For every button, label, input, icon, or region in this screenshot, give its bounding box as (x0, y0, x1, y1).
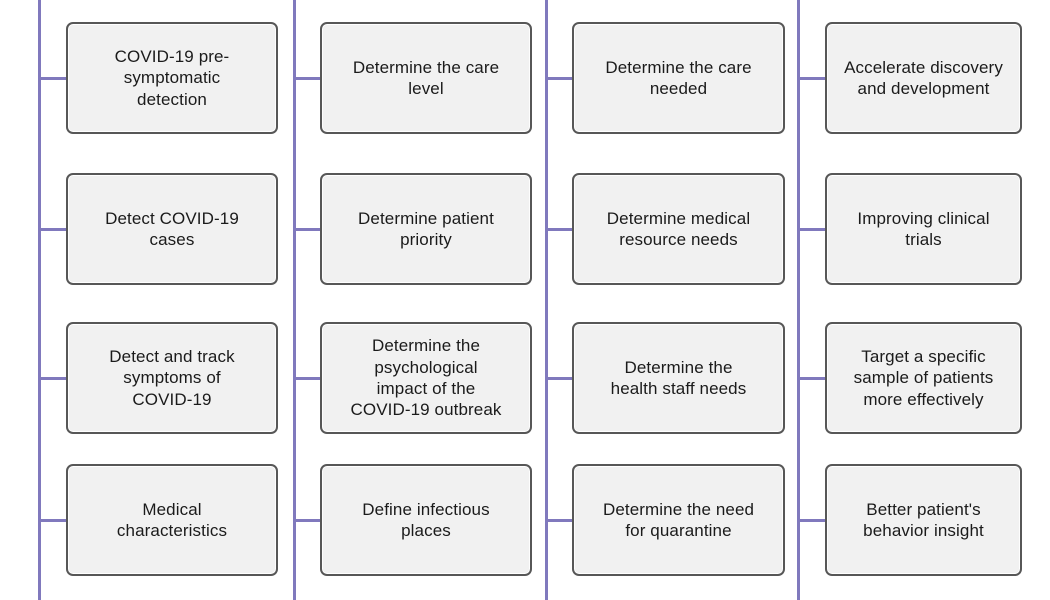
column-spine-line (38, 0, 41, 600)
node-connector-line (797, 519, 825, 522)
diagram-node-label: Determine the care needed (605, 57, 752, 98)
diagram-node-label: Determine medical resource needs (606, 208, 751, 249)
diagram-node-box[interactable]: Detect and track symptoms of COVID-19 (66, 322, 278, 434)
diagram-node-box[interactable]: Accelerate discovery and development (825, 22, 1022, 134)
column-spine-line (293, 0, 296, 600)
node-connector-line (293, 228, 320, 231)
diagram-node-box[interactable]: Determine patient priority (320, 173, 532, 285)
diagram-node-box[interactable]: COVID-19 pre- symptomatic detection (66, 22, 278, 134)
node-connector-line (293, 377, 320, 380)
node-connector-line (545, 77, 572, 80)
node-connector-line (797, 377, 825, 380)
diagram-node-box[interactable]: Medical characteristics (66, 464, 278, 576)
diagram-node-label: Detect COVID-19 cases (105, 208, 239, 249)
diagram-node-label: Define infectious places (362, 499, 490, 540)
node-connector-line (797, 228, 825, 231)
node-connector-line (545, 228, 572, 231)
node-connector-line (293, 77, 320, 80)
node-connector-line (38, 377, 66, 380)
diagram-node-box[interactable]: Determine the health staff needs (572, 322, 785, 434)
diagram-node-label: Better patient's behavior insight (863, 499, 984, 540)
node-connector-line (38, 228, 66, 231)
diagram-node-box[interactable]: Determine the care needed (572, 22, 785, 134)
diagram-node-label: Target a specific sample of patients mor… (853, 346, 994, 409)
column-spine-line (545, 0, 548, 600)
column-spine-line (797, 0, 800, 600)
diagram-node-box[interactable]: Detect COVID-19 cases (66, 173, 278, 285)
diagram-node-label: Determine patient priority (358, 208, 494, 249)
node-connector-line (545, 519, 572, 522)
diagram-node-box[interactable]: Define infectious places (320, 464, 532, 576)
diagram-node-label: Determine the care level (352, 57, 500, 98)
diagram-node-label: Determine the psychological impact of th… (350, 336, 502, 420)
node-connector-line (38, 77, 66, 80)
diagram-node-label: Improving clinical trials (857, 208, 990, 249)
diagram-node-box[interactable]: Determine medical resource needs (572, 173, 785, 285)
diagram-node-label: Determine the need for quarantine (602, 499, 755, 540)
diagram-node-label: Determine the health staff needs (610, 357, 747, 398)
diagram-node-box[interactable]: Better patient's behavior insight (825, 464, 1022, 576)
diagram-node-box[interactable]: Determine the care level (320, 22, 532, 134)
node-connector-line (545, 377, 572, 380)
diagram-node-box[interactable]: Improving clinical trials (825, 173, 1022, 285)
diagram-node-label: COVID-19 pre- symptomatic detection (114, 46, 230, 109)
diagram-node-box[interactable]: Determine the psychological impact of th… (320, 322, 532, 434)
diagram-node-label: Medical characteristics (116, 499, 228, 540)
node-connector-line (797, 77, 825, 80)
diagram-node-box[interactable]: Determine the need for quarantine (572, 464, 785, 576)
diagram-node-box[interactable]: Target a specific sample of patients mor… (825, 322, 1022, 434)
diagram-node-label: Accelerate discovery and development (844, 57, 1003, 98)
diagram-node-label: Detect and track symptoms of COVID-19 (109, 346, 235, 409)
node-connector-line (293, 519, 320, 522)
node-connector-line (38, 519, 66, 522)
